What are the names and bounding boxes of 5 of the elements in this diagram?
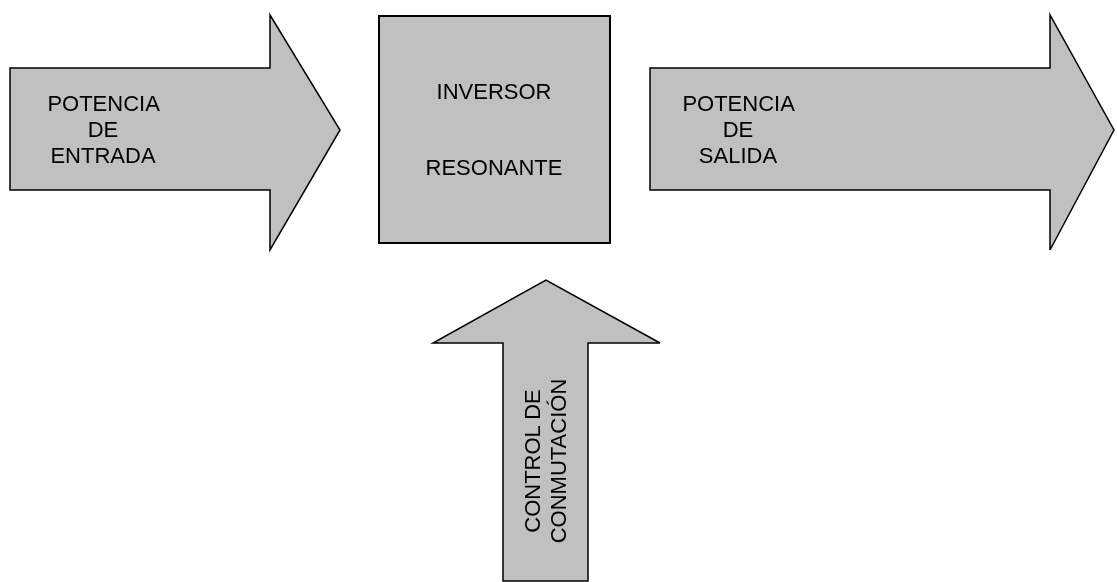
- node-label: RESONANTE: [425, 155, 563, 181]
- node-label: POTENCIA DE ENTRADA: [47, 91, 159, 169]
- node-label: INVERSOR: [436, 79, 552, 105]
- node-label: CONTROL DE CONMUTACIÓN: [520, 378, 572, 544]
- node-label: POTENCIA DE SALIDA: [682, 91, 794, 169]
